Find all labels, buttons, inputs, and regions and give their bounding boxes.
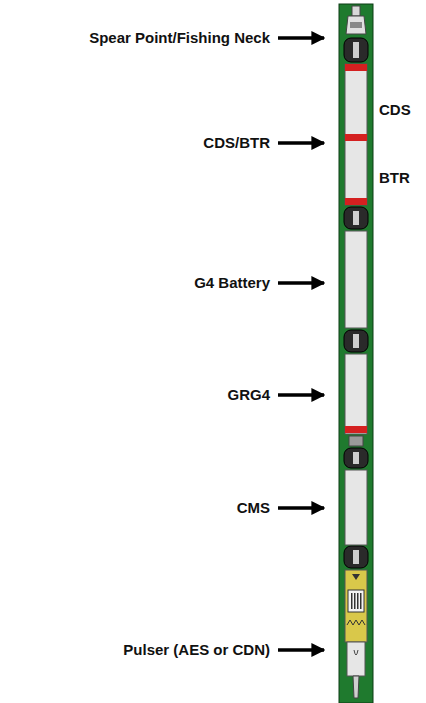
- part-label: BTR: [379, 169, 410, 187]
- battery-module: [345, 231, 367, 328]
- tool-body: [339, 4, 373, 703]
- grg4-module: [345, 354, 367, 446]
- fishing-neck: [346, 6, 366, 34]
- pointer-arrow: [278, 38, 324, 650]
- cms-module: [345, 470, 367, 545]
- part-label: CMS: [237, 499, 270, 517]
- part-label: Spear Point/Fishing Neck: [89, 29, 270, 47]
- part-label: CDS/BTR: [203, 134, 270, 152]
- part-label: G4 Battery: [194, 274, 270, 292]
- connector: [344, 38, 368, 568]
- pulser: [345, 570, 367, 698]
- part-label: GRG4: [227, 386, 270, 404]
- cds-btr-module: [345, 64, 367, 205]
- part-label: Pulser (AES or CDN): [123, 641, 270, 659]
- part-label: CDS: [379, 101, 411, 119]
